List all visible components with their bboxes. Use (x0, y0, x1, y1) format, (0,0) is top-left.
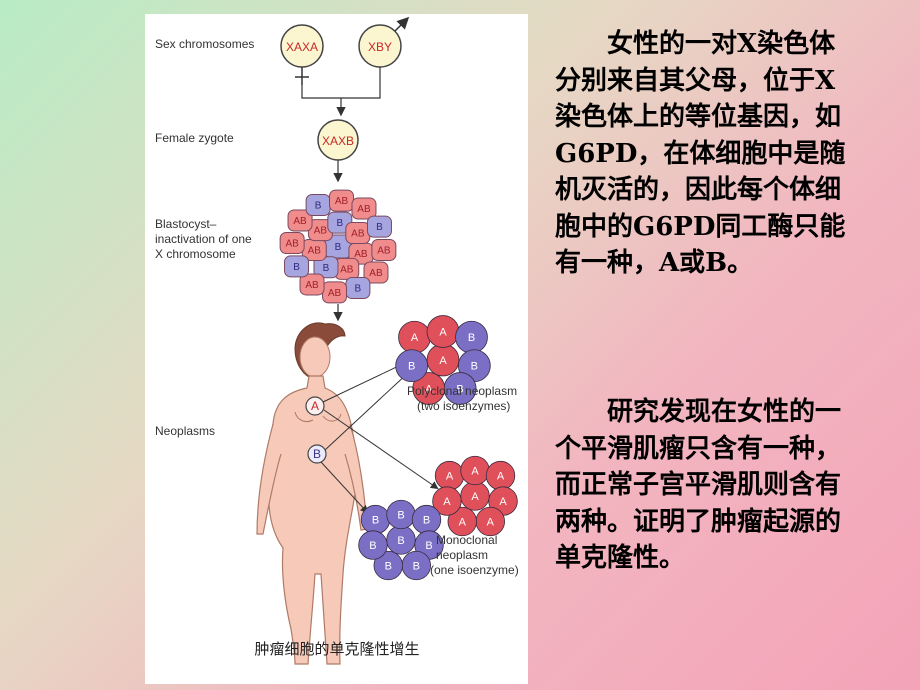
label-monoclonal-3: (one isoenzyme) (430, 563, 519, 577)
blastocyst-cell (351, 197, 377, 220)
blastocyst-cell (284, 255, 310, 278)
blastocyst-cell-label: B (323, 263, 330, 274)
blastocyst-cell-label: AB (314, 226, 328, 237)
label-blastocyst-3: X chromosome (155, 247, 236, 261)
nodule-cell (412, 372, 446, 405)
mother-genotype: XAXA (286, 40, 318, 54)
nodule-cell-label: A (443, 496, 451, 508)
nodule-cell-label: B (372, 515, 379, 527)
nodule-cell-label: A (439, 355, 447, 367)
blastocyst-cell-label: AB (305, 280, 319, 291)
nodule-cell-label: A (411, 332, 419, 344)
female-body-figure (256, 322, 368, 665)
nodule-cell-label: B (397, 535, 404, 547)
blastocyst-cell (279, 231, 305, 254)
blastocyst-cell-label: AB (328, 288, 342, 299)
blastocyst-cell-label: AB (377, 246, 391, 257)
blastocyst-cell-label: AB (357, 204, 371, 215)
blastocyst-cell-label: B (355, 283, 362, 294)
parent-join-line (301, 67, 381, 99)
nodule-cell-label: B (423, 515, 430, 527)
nodule-cell-label: A (499, 496, 507, 508)
diagram-panel: Sex chromosomes Female zygote Blastocyst… (145, 14, 528, 684)
clone-b-marker (307, 444, 327, 464)
nodule-cell (395, 349, 429, 383)
nodule-cell-label: A (425, 384, 433, 396)
nodule-cell (358, 530, 388, 560)
clone-b-label: B (313, 447, 321, 461)
blastocyst-cell-label: AB (285, 238, 299, 249)
blastocyst-cell-label: AB (354, 249, 368, 260)
label-blastocyst-1: Blastocyst– (155, 217, 217, 231)
blastocyst-cell (299, 273, 325, 296)
diagram-caption: 肿瘤细胞的单克隆性增生 (254, 640, 419, 658)
label-blastocyst-2: inactivation of one (155, 232, 252, 246)
label-sex-chromosomes: Sex chromosomes (155, 37, 254, 51)
nodule-cell-label: A (487, 517, 495, 529)
nodule-cell (447, 506, 477, 537)
blastocyst-cell-label: B (336, 218, 343, 229)
nodule-cell-label: A (471, 466, 479, 478)
label-polyclonal-2: (two isoenzymes) (417, 399, 510, 413)
nodule-cell-label: B (397, 510, 404, 522)
zygote-genotype: XAXB (322, 134, 354, 148)
father-genotype: XBY (368, 40, 392, 54)
blastocyst-cell-label: AB (335, 196, 349, 207)
nodule-cell-label: B (425, 540, 432, 552)
nodule-cell-label: B (369, 540, 376, 552)
nodule-cell-label: B (471, 361, 478, 373)
label-neoplasms: Neoplasms (155, 424, 215, 438)
nodule-cell-label: A (497, 471, 505, 483)
label-polyclonal-1: Polyclonal neoplasm (407, 384, 517, 398)
blastocyst-cell (287, 209, 313, 232)
explanation-paragraph-2: 研究发现在女性的一个平滑肌瘤只含有一种，而正常子宫平滑肌则含有两种。证明了肿瘤起… (555, 397, 842, 573)
nodule-cell-label: B (408, 361, 415, 373)
nodule-cell (432, 486, 462, 516)
clone-a-marker (305, 396, 325, 416)
blastocyst-cell (371, 239, 397, 262)
nodule-cell-label: B (468, 332, 475, 344)
explanation-paragraph-1: 女性的一对X染色体分别来自其父母，位于X染色体上的等位基因，如G6PD，在体细胞… (555, 29, 846, 278)
label-female-zygote: Female zygote (155, 131, 234, 145)
blastocyst-cell-label: AB (308, 246, 322, 257)
blastocyst-cell-label: B (293, 262, 300, 273)
nodule-cell (373, 550, 403, 581)
blastocyst-cell-label: AB (369, 268, 383, 279)
nodule-cell-label: A (459, 517, 467, 529)
nodule-cell-label: B (413, 561, 420, 573)
clone-a-label: A (311, 399, 319, 413)
blastocyst-cell-label: AB (351, 228, 365, 239)
nodule-cell-label: B (456, 384, 463, 396)
clonality-diagram: Sex chromosomes Female zygote Blastocyst… (155, 16, 519, 665)
nodule-cell-label: B (385, 561, 392, 573)
blastocyst-cell-label: AB (340, 264, 354, 275)
nodule-cell-label: A (471, 491, 479, 503)
blastocyst-cell-label: B (376, 222, 383, 233)
blastocyst-cell (363, 261, 389, 284)
label-monoclonal-1: Monoclonal (436, 533, 497, 547)
label-monoclonal-2: neoplasm (436, 548, 488, 562)
blastocyst-cell (366, 215, 392, 238)
blastocyst-cell-label: B (335, 242, 342, 253)
blastocyst-cell-label: AB (293, 216, 307, 227)
nodule-cell-label: A (446, 471, 454, 483)
blastocyst-cell-label: B (315, 201, 322, 212)
nodule-cell-label: A (439, 327, 447, 339)
male-symbol (394, 16, 410, 32)
